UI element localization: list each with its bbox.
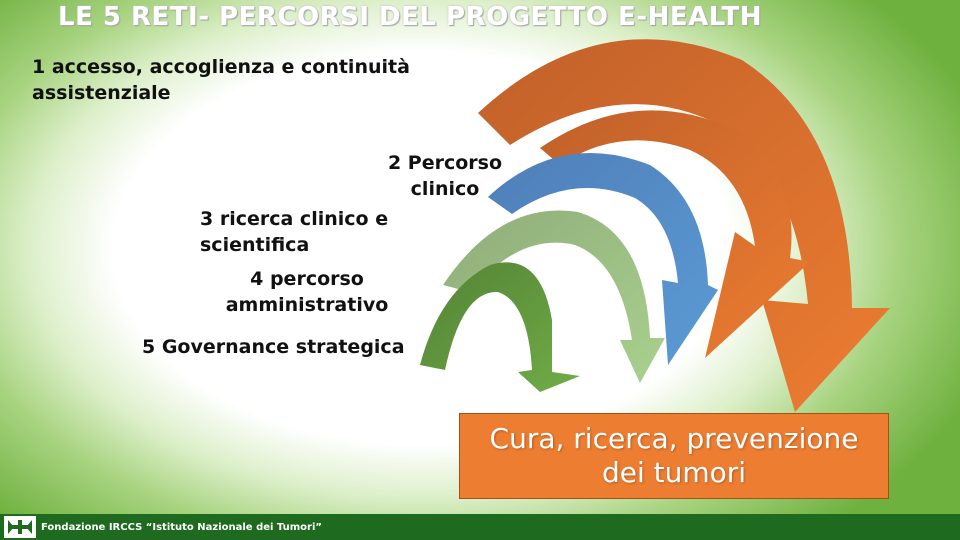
result-text: Cura, ricerca, prevenzione dei tumori <box>489 422 859 489</box>
arrow-3-ricerca <box>443 210 665 383</box>
network-label-4: 4 percorso amministrativo <box>225 268 389 316</box>
network-label-5: 5 Governance strategica <box>142 336 405 358</box>
institution-logo-icon <box>4 516 36 538</box>
arrow-2-clinico <box>488 152 718 365</box>
arrow-4-governance <box>420 262 580 392</box>
network-label-1: 1 accesso, accoglienza e continuità assi… <box>32 56 410 104</box>
arrow-1b-accesso-inner <box>540 110 810 359</box>
result-box: Cura, ricerca, prevenzione dei tumori <box>459 413 889 499</box>
network-label-3: 3 ricerca clinico e scientifica <box>200 208 389 256</box>
slide-title: LE 5 RETI- PERCORSI DEL PROGETTO E-HEALT… <box>58 2 762 32</box>
arrow-1-accesso <box>478 39 890 413</box>
footer-institution: Fondazione IRCCS “Istituto Nazionale dei… <box>41 521 322 533</box>
footer-bar: Fondazione IRCCS “Istituto Nazionale dei… <box>0 514 960 540</box>
network-label-2: 2 Percorso clinico <box>387 152 503 200</box>
